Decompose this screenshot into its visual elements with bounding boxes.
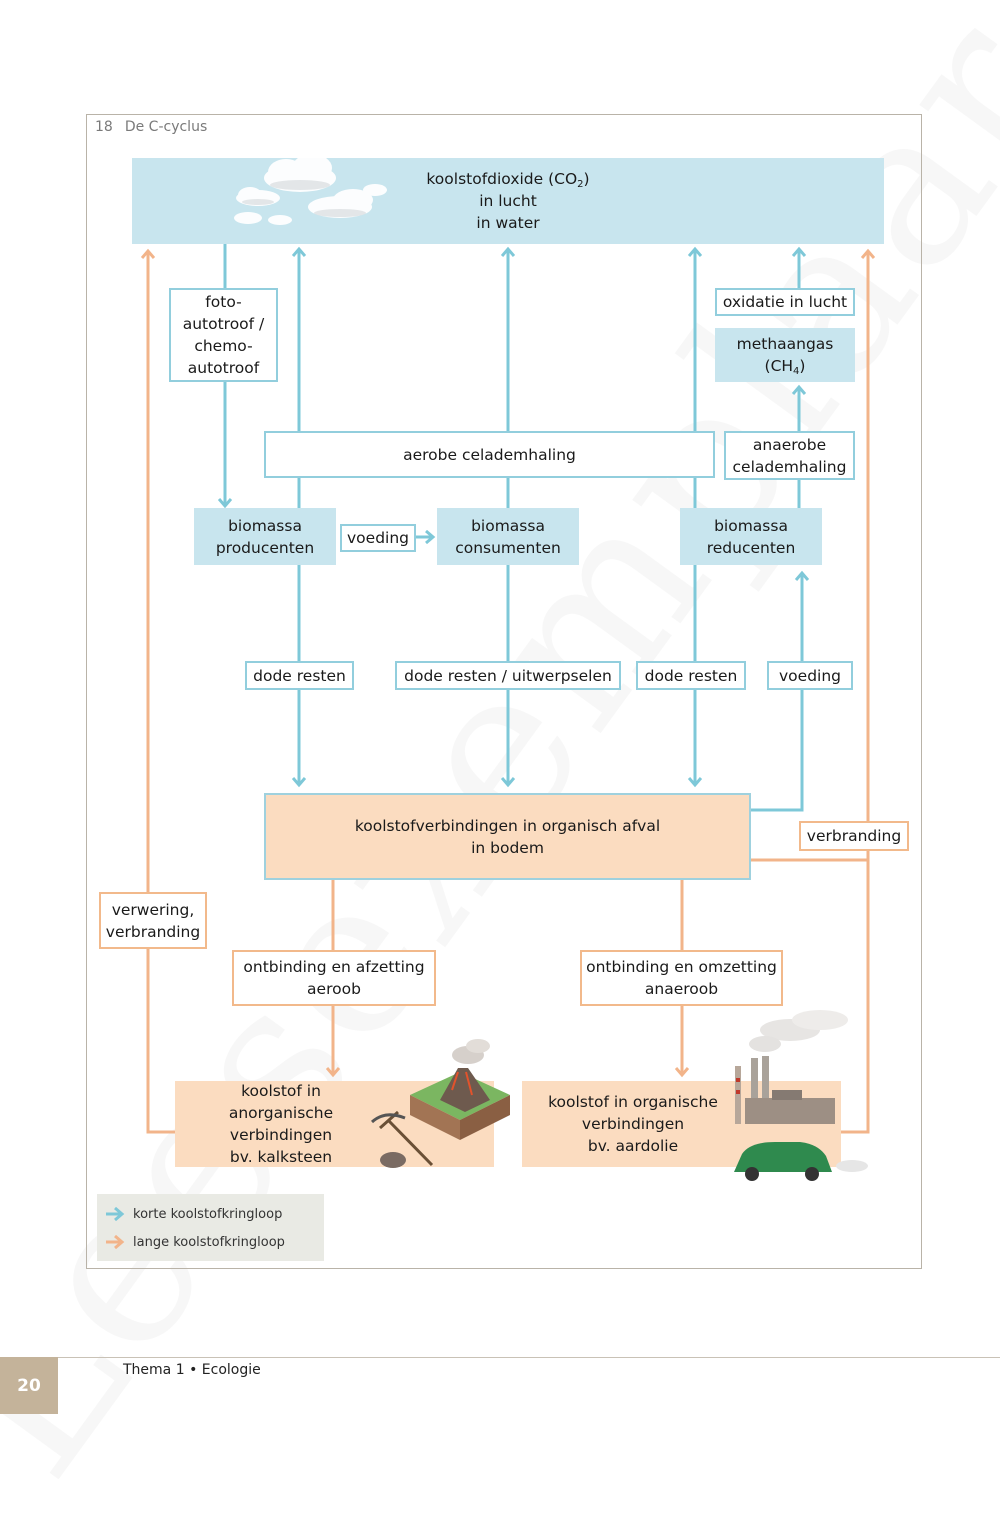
autotroph-label: foto- autotroof / chemo- autotroof — [169, 288, 278, 382]
figure-label: 18 De C-cyclus — [95, 119, 207, 135]
organic-carbon-text: koolstof in organische verbindingen bv. … — [548, 1093, 718, 1155]
aerobic-decomposition-label: ontbinding en afzetting aeroob — [232, 950, 436, 1006]
decomposers-box: biomassa reducenten — [680, 508, 822, 565]
figure-title: De C-cyclus — [124, 119, 208, 135]
organic-carbon-box: koolstof in organische verbindingen bv. … — [522, 1081, 841, 1167]
anaerobic-decomposition-label: ontbinding en omzetting anaeroob — [580, 950, 783, 1006]
arrow-weathering-co2 — [148, 252, 175, 1134]
dead-remains-label-3: dode resten — [636, 661, 746, 690]
producers-box: biomassa producenten — [194, 508, 336, 565]
footer-chapter: Thema 1 • Ecologie — [123, 1362, 261, 1378]
methane-text: methaangas (CH — [736, 335, 834, 375]
feeding-label: voeding — [340, 524, 416, 552]
co2-line2: in lucht — [479, 192, 537, 210]
inorganic-carbon-box: koolstof in anorganische verbindingen bv… — [175, 1081, 494, 1167]
combustion-label: verbranding — [799, 821, 909, 851]
long-cycle-arrow-icon — [106, 1235, 125, 1249]
legend-long: lange koolstofkringloop — [105, 1231, 285, 1253]
co2-box: koolstofdioxide (CO2) in lucht in water — [132, 158, 884, 244]
weathering-label: verwering, verbranding — [99, 892, 207, 949]
consumers-box: biomassa consumenten — [437, 508, 579, 565]
co2-line3: in water — [476, 214, 540, 232]
short-cycle-arrow-icon — [106, 1207, 125, 1221]
legend-short-text: korte koolstofkringloop — [133, 1206, 283, 1222]
inorganic-carbon-text: koolstof in anorganische verbindingen bv… — [228, 1082, 334, 1166]
feeding-label-2: voeding — [767, 661, 853, 690]
organic-waste-box: koolstofverbindingen in organisch afval … — [264, 793, 751, 880]
legend-short: korte koolstofkringloop — [105, 1203, 282, 1225]
legend: korte koolstofkringloop lange koolstofkr… — [97, 1194, 324, 1261]
oxidation-label: oxidatie in lucht — [715, 288, 855, 316]
aerobic-respiration-box: aerobe celademhaling — [264, 431, 715, 478]
arrow-waste-reducers — [751, 574, 802, 812]
methane-box: methaangas (CH4) — [715, 328, 855, 382]
arrow-combustion-co2 — [841, 252, 868, 1134]
dead-remains-label-2: dode resten / uitwerpselen — [395, 661, 621, 690]
dead-remains-label-1: dode resten — [245, 661, 354, 690]
methane-sub: 4 — [793, 366, 800, 377]
co2-line1: koolstofdioxide (CO2) — [426, 170, 590, 190]
page-number: 20 — [0, 1357, 58, 1414]
anaerobic-respiration-box: anaerobe celademhaling — [724, 431, 855, 480]
figure-number: 18 — [95, 119, 113, 135]
legend-long-text: lange koolstofkringloop — [133, 1234, 285, 1250]
footer-rule — [58, 1357, 1000, 1358]
figure-frame — [86, 114, 922, 1269]
methane-close: ) — [799, 357, 806, 375]
